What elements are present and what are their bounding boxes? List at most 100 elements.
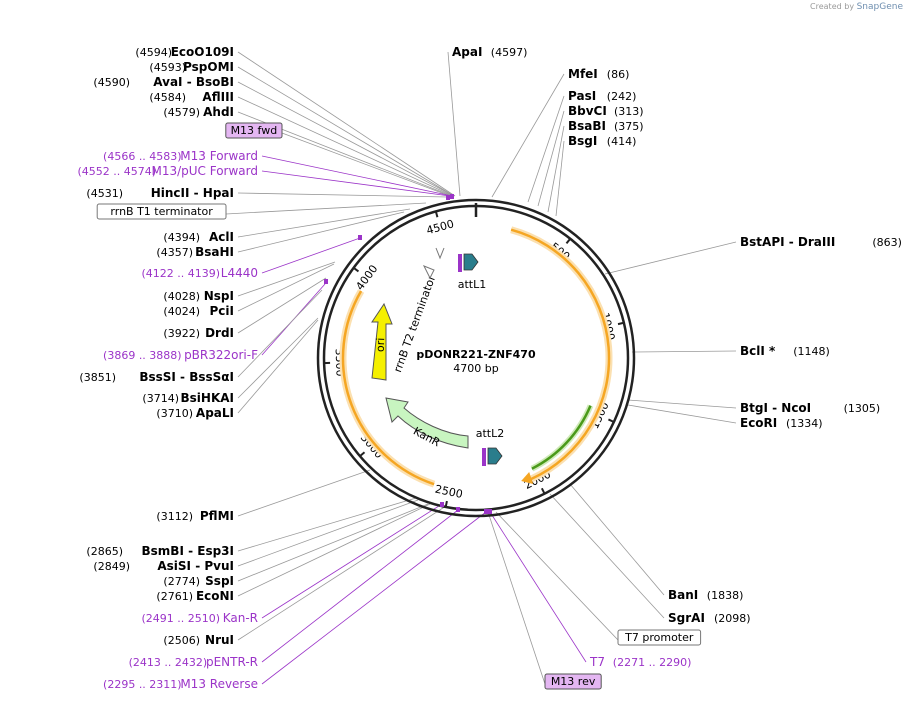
- bbvci-label: BbvCI(313): [568, 104, 644, 118]
- tick-label-4000: 4000: [353, 262, 380, 292]
- site-name: SspI: [205, 574, 234, 588]
- leader-line: [261, 503, 443, 619]
- afliii-label: AflIII (4584): [149, 90, 234, 104]
- snapgene-credit: Created by SnapGene: [810, 2, 903, 12]
- label-box: [544, 673, 602, 690]
- site-name: EcoNI: [196, 589, 234, 603]
- site-position: (1148): [793, 345, 830, 358]
- tick-mark-1000: [617, 321, 625, 326]
- tick-label-4500: 4500: [425, 217, 455, 237]
- site-position: (86): [607, 68, 630, 81]
- leader-line: [237, 81, 455, 197]
- leader-line: [237, 469, 371, 517]
- site-name: BsaHI: [195, 245, 234, 259]
- leader-line: [491, 73, 565, 198]
- econi-label: EcoNI(2761): [156, 589, 234, 603]
- primer-site-mark: [456, 507, 460, 512]
- leader-line: [237, 277, 327, 334]
- plasmid-name: pDONR221-ZNF470: [416, 348, 536, 361]
- ahdi-label: AhdI(4579): [163, 105, 234, 119]
- leader-line: [261, 170, 451, 197]
- site-name: PflMI: [200, 509, 234, 523]
- bsssi-label: BssSI - BssSαI(3851): [79, 370, 234, 384]
- leader-line: [237, 497, 417, 552]
- site-position: (1838): [707, 589, 744, 602]
- tick-mark-4500: [434, 211, 439, 218]
- site-name: Kan-R: [223, 611, 258, 625]
- site-position: (4593): [149, 61, 186, 74]
- site-name: AhdI: [203, 105, 234, 119]
- leader-line: [237, 51, 456, 197]
- kan-r-label: Kan-R(2491 .. 2510): [141, 611, 258, 625]
- site-position: (4584): [149, 91, 186, 104]
- tick-mark-1500: [608, 418, 615, 423]
- site-name: BsgI: [568, 134, 597, 148]
- site-position: (4394): [163, 231, 200, 244]
- site-position: (3112): [156, 510, 193, 523]
- tick-mark-3000: [359, 451, 366, 457]
- sspi-label: SspI(2774): [163, 574, 234, 588]
- ecoo109i-label: EcoO109I(4594): [135, 45, 234, 59]
- credit-brand: SnapGene: [856, 2, 903, 12]
- leader-line: [261, 511, 487, 685]
- pentr-r-label: pENTR-R(2413 .. 2432): [129, 655, 258, 669]
- leader-line: [627, 404, 737, 424]
- site-position: (3710): [156, 407, 193, 420]
- apai-label: ApaI(4597): [452, 45, 527, 59]
- site-name: L4440: [221, 266, 258, 280]
- rrnb-t1-terminator-label: rrnB T1 terminator: [96, 203, 227, 220]
- leader-line: [237, 317, 319, 399]
- leader-line: [237, 66, 455, 197]
- site-position: (3869 .. 3888): [103, 349, 182, 362]
- leader-line: [447, 51, 461, 197]
- primer-site-mark: [488, 509, 492, 514]
- site-position: (2271 .. 2290): [613, 656, 692, 669]
- site-name: BstAPI - DraIII: [740, 235, 835, 249]
- leader-line: [237, 208, 411, 238]
- site-position: (2761): [156, 590, 193, 603]
- label-box-text: rrnB T1 terminator: [110, 205, 213, 218]
- site-name: NspI: [204, 289, 234, 303]
- terminator-glyph: [435, 247, 445, 260]
- leader-line: [237, 505, 447, 641]
- site-position: (375): [614, 120, 644, 133]
- tick-mark-500: [565, 238, 571, 245]
- site-name: PspOMI: [183, 60, 234, 74]
- site-position: (1334): [786, 417, 823, 430]
- site-position: (2491 .. 2510): [141, 612, 220, 625]
- site-name: pBR322ori-F: [184, 348, 258, 362]
- primer-site-mark: [440, 502, 444, 507]
- site-position: (1305): [844, 402, 881, 415]
- l4440-label: L4440(4122 .. 4139): [141, 266, 258, 280]
- tick-mark-2500: [444, 500, 448, 508]
- site-name: EcoO109I: [171, 45, 234, 59]
- leader-line: [237, 211, 405, 253]
- orf-orange-arc: [510, 228, 611, 481]
- plasmid-length: 4700 bp: [453, 362, 498, 375]
- hincii-label: HincII - HpaI(4531): [86, 186, 234, 200]
- site-name: M13 Reverse: [180, 677, 258, 691]
- leader-line: [549, 493, 665, 619]
- site-name: SgrAI: [668, 611, 705, 625]
- sgrai-label: SgrAI(2098): [668, 611, 751, 625]
- leader-line: [495, 511, 619, 641]
- nspi-label: NspI(4028): [163, 289, 234, 303]
- primer-site-mark: [358, 235, 362, 240]
- leader-line: [281, 132, 451, 197]
- pspomi-label: PspOMI(4593): [149, 60, 234, 74]
- nrui-label: NruI(2506): [163, 633, 234, 647]
- site-name: PciI: [210, 304, 235, 318]
- leader-line: [627, 399, 737, 409]
- leader-line: [261, 509, 459, 663]
- leader-lines: [225, 51, 737, 685]
- leader-line: [261, 155, 453, 197]
- leader-line: [489, 511, 587, 663]
- site-name: AflIII: [202, 90, 234, 104]
- rrnb-t1-glyph: [422, 265, 435, 280]
- kanr-arrow: [385, 397, 469, 449]
- tick-mark-2000: [540, 487, 546, 495]
- backbone-outer-ring: [316, 198, 636, 518]
- primer-site-mark: [484, 509, 488, 514]
- site-name: BssSI - BssSαI: [139, 370, 234, 384]
- leader-line: [225, 202, 427, 215]
